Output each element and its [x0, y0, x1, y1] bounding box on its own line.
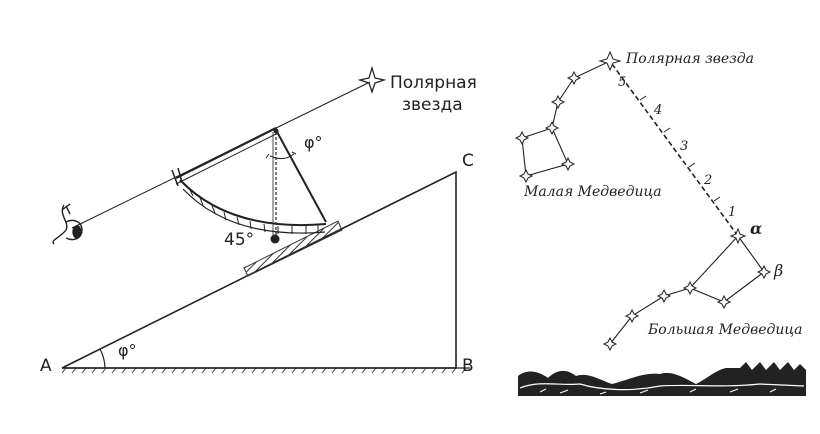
big-dipper-label: Большая Медведица	[647, 322, 803, 338]
polaris-label: Полярная звезда	[625, 51, 754, 67]
distance-mark-3: 3	[680, 139, 688, 154]
star-icon	[656, 288, 672, 304]
alpha-star-icon	[729, 227, 747, 245]
beta-label: β	[773, 261, 783, 280]
star-icon	[716, 294, 732, 310]
angle-45-label: 45°	[224, 230, 254, 250]
alpha-label: α	[750, 219, 762, 238]
pointer-dashed-line	[611, 63, 739, 237]
star-icon	[602, 336, 618, 352]
left-figure: Полярная звезда A B C φ° 45° φ°	[40, 65, 477, 376]
plumb-angle-label: φ°	[304, 133, 323, 152]
star-icon	[518, 168, 534, 184]
star-icon	[544, 120, 560, 136]
vertex-a-label: A	[40, 356, 52, 376]
big-dipper-handle	[609, 287, 691, 345]
vertex-b-label: B	[462, 356, 474, 376]
distance-mark-2: 2	[703, 173, 712, 188]
beta-star-icon	[756, 264, 772, 280]
big-dipper-lines	[689, 235, 765, 303]
distance-mark-4: 4	[653, 103, 662, 118]
polaris-label-line2: звезда	[402, 95, 463, 115]
little-dipper-lines	[521, 61, 609, 177]
quadrant-instrument	[171, 127, 327, 244]
star-icon	[682, 280, 698, 296]
little-dipper-label: Малая Медведица	[523, 184, 662, 200]
angle-arc-phi	[99, 348, 106, 369]
constellation-stars	[514, 50, 772, 352]
polaris-star-icon	[357, 65, 387, 95]
distance-ticks	[639, 95, 721, 202]
observer-eye-icon	[52, 203, 83, 245]
angle-phi-label: φ°	[118, 341, 137, 360]
polaris-label-line1: Полярная	[390, 73, 477, 93]
polaris-star-icon	[598, 50, 622, 72]
quadrant-base-block	[243, 220, 343, 277]
star-icon	[514, 130, 530, 146]
distance-mark-5: 5	[618, 75, 626, 90]
star-icon	[566, 70, 582, 86]
distance-mark-1: 1	[728, 205, 736, 220]
right-figure: Полярная звезда Малая Медведица Большая …	[514, 50, 806, 396]
landscape-horizon	[518, 362, 806, 396]
star-icon	[550, 94, 566, 110]
vertex-c-label: C	[462, 151, 474, 171]
star-icon	[560, 156, 576, 172]
star-icon	[624, 308, 640, 324]
